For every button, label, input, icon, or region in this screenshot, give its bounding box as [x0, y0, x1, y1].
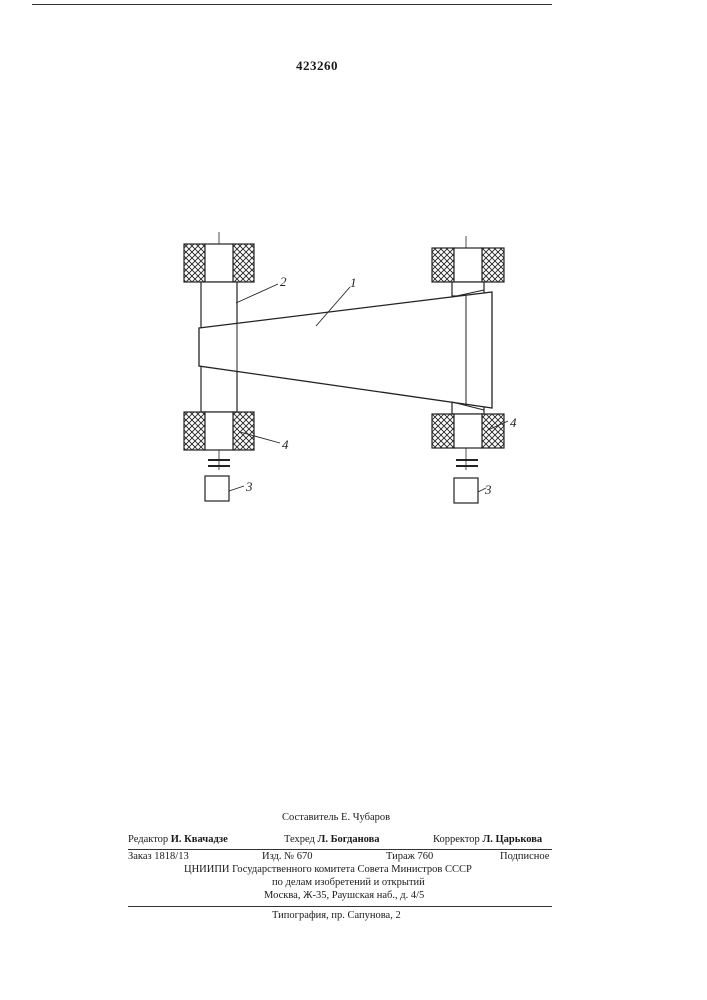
edition-number: Изд. № 670 [262, 851, 313, 862]
editor-credit: Редактор И. Квачадзе [128, 834, 228, 845]
org-line-2: по делам изобретений и открытий [272, 877, 425, 888]
techred-credit: Техред Л. Богданова [284, 834, 380, 845]
order-number: Заказ 1818/13 [128, 851, 189, 862]
org-line-1: ЦНИИПИ Государственного комитета Совета … [184, 864, 472, 875]
org-line-3: Москва, Ж-35, Раушская наб., д. 4/5 [264, 890, 424, 901]
footer-rule-bottom [128, 906, 552, 907]
footer-rule-top [128, 849, 552, 850]
printer-line: Типография, пр. Сапунова, 2 [272, 910, 401, 921]
subscription: Подписное [500, 851, 549, 862]
corrector-credit: Корректор Л. Царькова [433, 834, 542, 845]
circulation: Тираж 760 [386, 851, 433, 862]
compiler-line: Составитель Е. Чубаров [282, 812, 390, 823]
